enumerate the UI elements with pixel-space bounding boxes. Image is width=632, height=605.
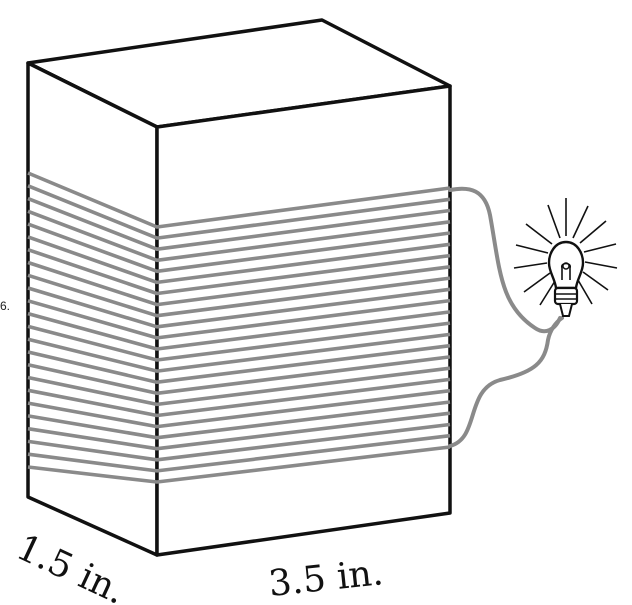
coil-turn <box>27 222 451 274</box>
coil-turn <box>27 286 451 329</box>
lead-wires <box>448 186 564 448</box>
coil-turn <box>27 184 451 240</box>
coil-turn <box>27 433 451 473</box>
coil-turn <box>27 332 451 373</box>
coil-turn <box>27 422 451 462</box>
depth-dimension-label: 1.5 in. <box>10 527 131 605</box>
coil-turn <box>27 445 451 484</box>
coil-turn <box>27 273 451 318</box>
lower-lead-wire <box>448 316 564 448</box>
coil-turn <box>27 388 451 429</box>
coil-turn <box>27 321 451 362</box>
bulb-rays <box>513 198 618 306</box>
coil-turn <box>27 260 451 307</box>
coil-turn <box>27 235 451 285</box>
bulb-contact <box>559 303 573 317</box>
bulb-filament-loop <box>562 262 570 270</box>
coil-turn <box>27 196 451 251</box>
coil-turn <box>27 366 451 407</box>
coil-turn <box>27 377 451 418</box>
coil-turn <box>27 247 451 296</box>
coil-turn <box>27 298 451 340</box>
bulb-base <box>553 286 579 306</box>
wire-coil <box>27 171 451 484</box>
light-bulb-icon <box>513 198 618 317</box>
bulb-glass <box>547 240 585 290</box>
edge-fragment-label: 6. <box>0 299 10 313</box>
width-dimension-label: 3.5 in. <box>267 552 386 605</box>
coil-turn <box>27 411 451 451</box>
upper-lead-wire <box>448 186 562 334</box>
coil-turn <box>27 355 451 396</box>
coil-turn <box>27 343 451 385</box>
coil-turn <box>27 171 451 229</box>
coil-turn <box>27 209 451 263</box>
coil-turn <box>27 400 451 440</box>
coil-turn <box>27 310 451 351</box>
